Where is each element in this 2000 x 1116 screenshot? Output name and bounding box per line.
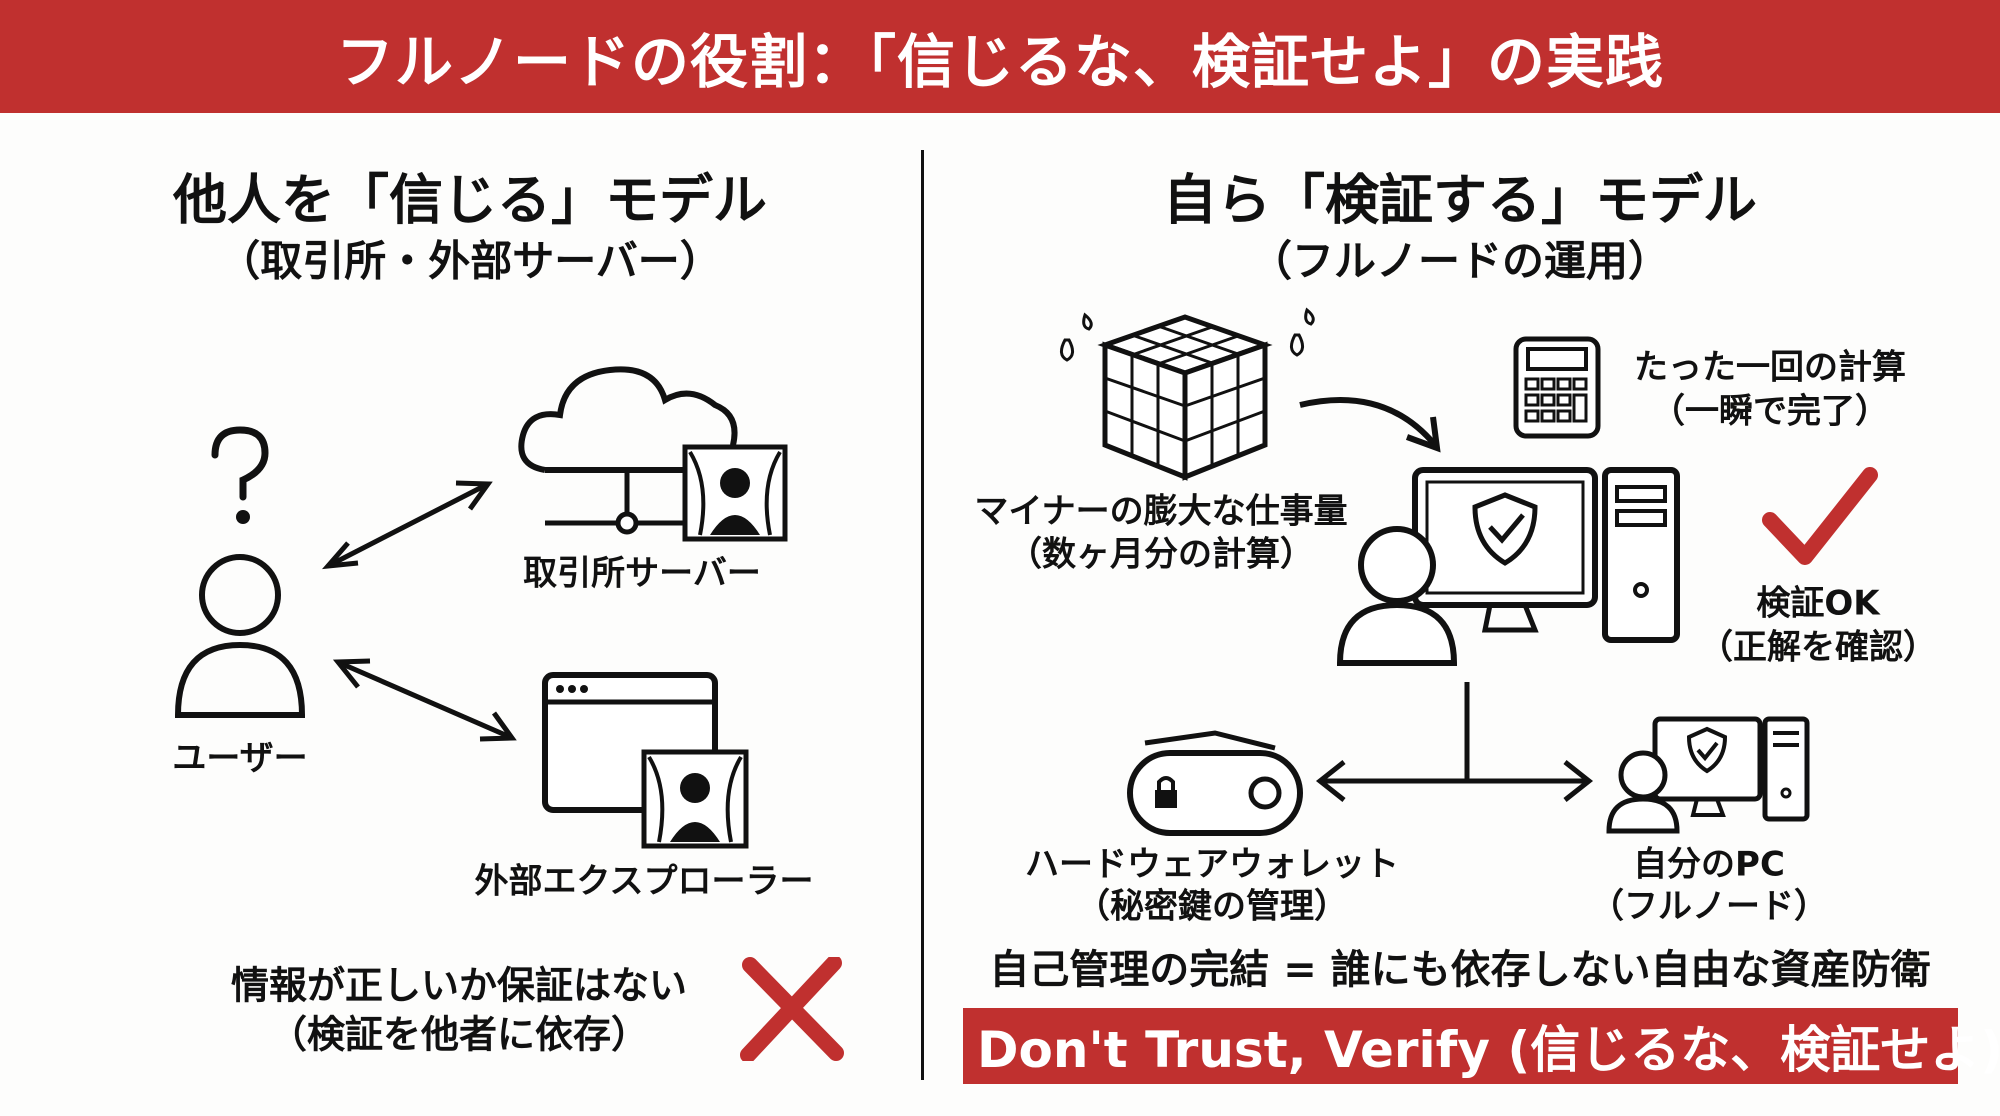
user-icon — [174, 554, 306, 718]
warning-subtext: （検証を他者に依存） — [268, 1012, 650, 1057]
user-label: ユーザー — [172, 738, 308, 779]
my-pc-sublabel: （フルノード） — [1590, 886, 1828, 927]
motto-text: Don't Trust, Verify (信じるな、検証せよ) — [977, 1021, 2000, 1079]
column-divider — [921, 150, 924, 1080]
right-title: 自ら「検証する」モデル — [1163, 168, 1757, 232]
verify-ok-label: 検証OK — [1756, 583, 1880, 624]
page-title: フルノードの役割：「信じるな、検証せよ」の実践 — [335, 27, 1664, 96]
hardware-wallet-label: ハードウェアウォレット — [1025, 844, 1399, 885]
calculator-icon — [1513, 336, 1601, 439]
conclusion-text: 自己管理の完結 = 誰にも依存しない自由な資産防衛 — [989, 947, 1931, 993]
hardware-wallet-icon — [1127, 730, 1303, 836]
miner-work-sublabel: （数ヶ月分の計算） — [1008, 534, 1314, 575]
hardware-wallet-sublabel: （秘密鍵の管理） — [1076, 886, 1348, 927]
warning-text: 情報が正しいか保証はない — [230, 963, 688, 1008]
puzzle-cube-icon — [1060, 307, 1315, 481]
connector-arrow-icon — [1315, 682, 1594, 802]
curved-arrow-icon — [1299, 397, 1441, 453]
right-subtitle: （フルノードの運用） — [1249, 236, 1671, 286]
external-explorer-label: 外部エクスプローラー — [474, 861, 814, 902]
browser-window-icon — [542, 672, 749, 849]
miner-work-label: マイナーの膨大な仕事量 — [974, 491, 1348, 532]
cloud-server-icon — [518, 366, 788, 542]
left-title: 他人を「信じる」モデル — [173, 168, 767, 232]
full-node-pc-icon — [1336, 467, 1680, 666]
double-arrow-icon — [332, 658, 517, 742]
exchange-server-label: 取引所サーバー — [523, 553, 761, 594]
red-check-icon — [1762, 467, 1878, 565]
verify-ok-sublabel: （正解を確認） — [1699, 627, 1937, 668]
question-mark-icon — [211, 426, 269, 524]
my-pc-label: 自分のPC — [1633, 844, 1785, 885]
double-arrow-icon — [321, 480, 493, 570]
single-calc-sublabel: （一瞬で完了） — [1651, 391, 1889, 432]
left-subtitle: （取引所・外部サーバー） — [218, 236, 722, 286]
red-x-icon — [740, 957, 844, 1061]
my-pc-icon — [1606, 716, 1810, 834]
single-calc-label: たった一回の計算 — [1634, 347, 1906, 388]
header-banner: フルノードの役割：「信じるな、検証せよ」の実践 — [0, 0, 2000, 113]
motto-banner: Don't Trust, Verify (信じるな、検証せよ) — [963, 1008, 2000, 1084]
